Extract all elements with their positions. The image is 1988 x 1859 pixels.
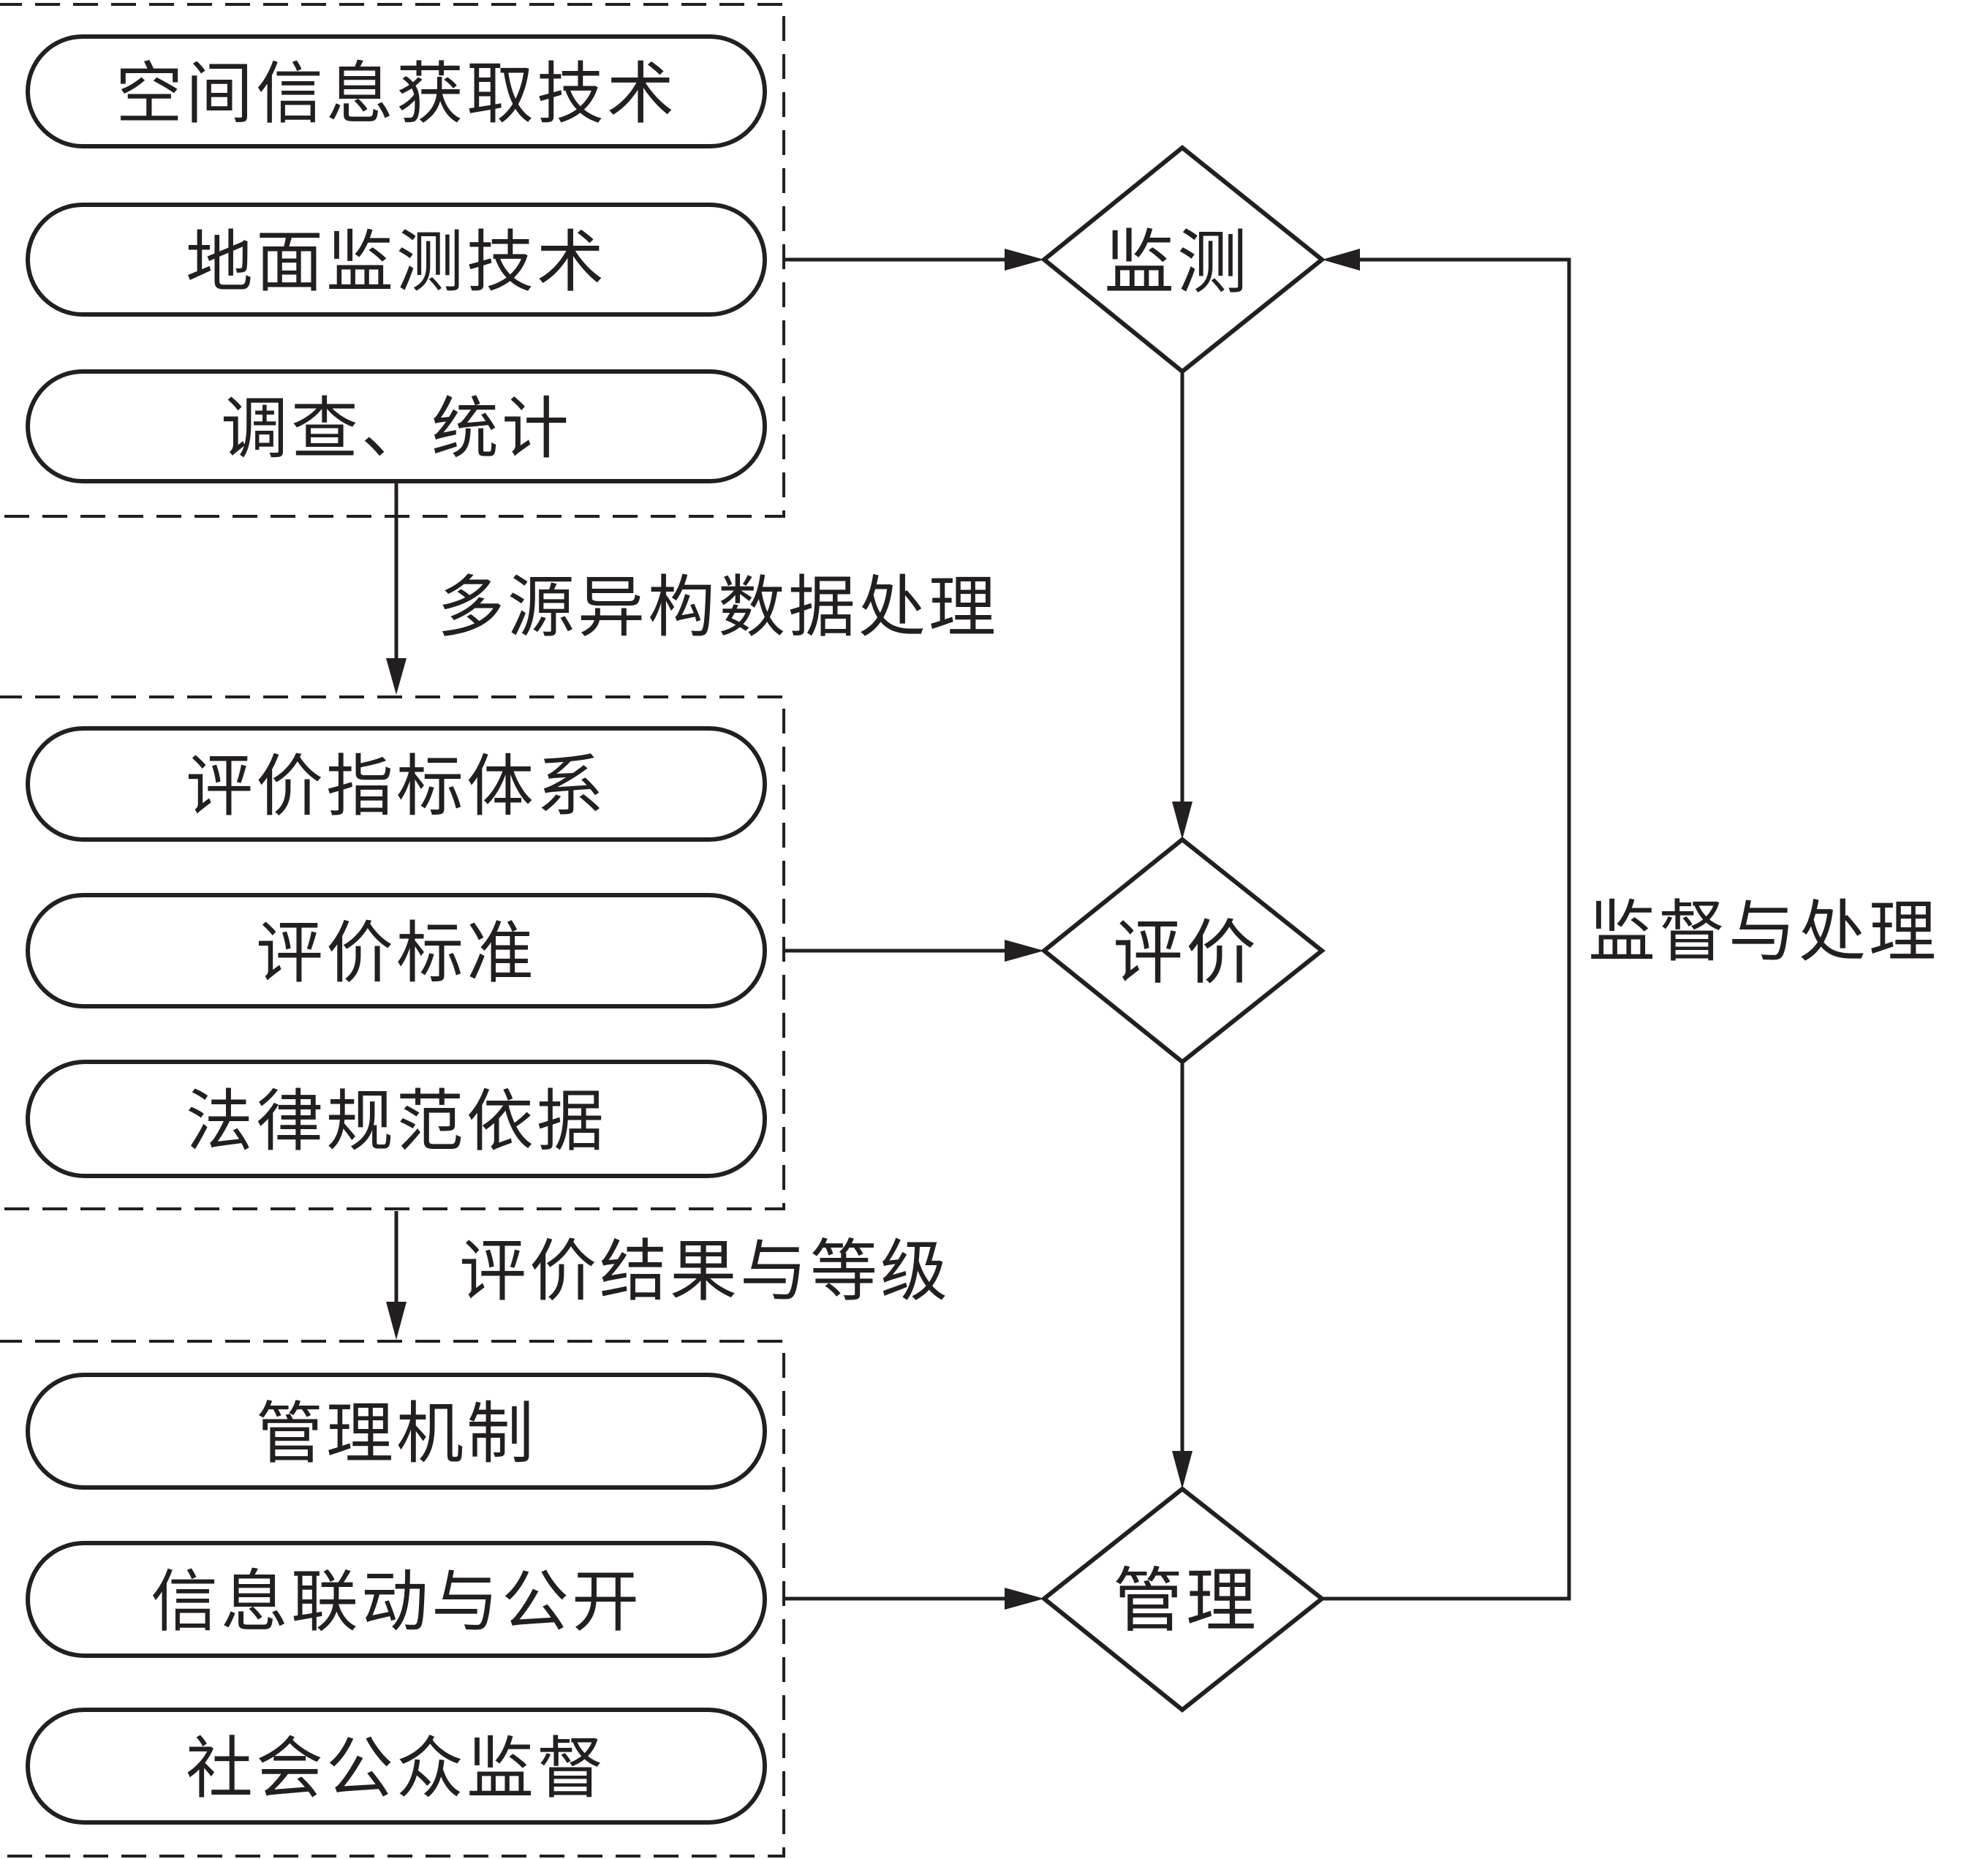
item-label: 评价指标体系 xyxy=(186,747,607,826)
item-label: 调查、统计 xyxy=(221,390,572,468)
decision-monitor: 监测 xyxy=(1040,145,1326,374)
item-label: 评价标准 xyxy=(256,914,537,992)
dashed-frame xyxy=(0,695,785,1210)
item-ground-monitoring-tech: 地面监测技术 xyxy=(26,203,767,317)
item-label: 地面监测技术 xyxy=(186,223,607,301)
arrow-monitor-to-evaluate xyxy=(1172,372,1193,840)
item-public-supervision: 社会公众监督 xyxy=(26,1708,767,1825)
group-management: 管理机制 信息联动与公开 社会公众监督 xyxy=(0,1340,785,1858)
item-label: 空间信息获取技术 xyxy=(116,55,677,133)
item-label: 信息联动与公开 xyxy=(151,1563,642,1641)
item-spatial-info-tech: 空间信息获取技术 xyxy=(26,34,767,148)
item-survey-statistics: 调查、统计 xyxy=(26,369,767,483)
arrow-to-manage xyxy=(785,1588,1044,1610)
dashed-frame xyxy=(0,1340,785,1858)
decision-label: 管理 xyxy=(1113,1560,1259,1642)
arrow-to-monitor xyxy=(785,249,1044,271)
item-indicator-system: 评价指标体系 xyxy=(26,726,767,842)
decision-evaluate: 评价 xyxy=(1040,837,1326,1065)
edge-label-processing: 多源异构数据处理 xyxy=(437,568,999,646)
arrow-evaluate-to-manage xyxy=(1172,1062,1193,1489)
item-label: 管理机制 xyxy=(256,1395,537,1473)
item-management-mechanism: 管理机制 xyxy=(26,1373,767,1490)
item-label: 社会公众监督 xyxy=(186,1730,607,1808)
item-label: 法律规范依据 xyxy=(186,1082,607,1161)
arrow-to-evaluate xyxy=(785,940,1044,962)
group-evaluation-basis: 评价指标体系 评价标准 法律规范依据 xyxy=(0,695,785,1210)
arrow-group2-to-group3 xyxy=(386,1211,407,1340)
edge-label-results: 评价结果与等级 xyxy=(459,1232,950,1311)
item-evaluation-standard: 评价标准 xyxy=(26,893,767,1008)
arrow-feedback-loop xyxy=(1322,249,1571,1601)
group-data-acquisition: 空间信息获取技术 地面监测技术 调查、统计 xyxy=(0,3,785,518)
item-info-linkage: 信息联动与公开 xyxy=(26,1541,767,1658)
dashed-frame xyxy=(0,3,785,518)
decision-manage: 管理 xyxy=(1040,1486,1326,1713)
decision-label: 评价 xyxy=(1113,912,1259,994)
edge-label-feedback: 监督与处理 xyxy=(1588,893,1939,971)
item-legal-basis: 法律规范依据 xyxy=(26,1060,767,1178)
arrow-group1-to-group2 xyxy=(386,483,407,695)
decision-label: 监测 xyxy=(1104,222,1250,303)
